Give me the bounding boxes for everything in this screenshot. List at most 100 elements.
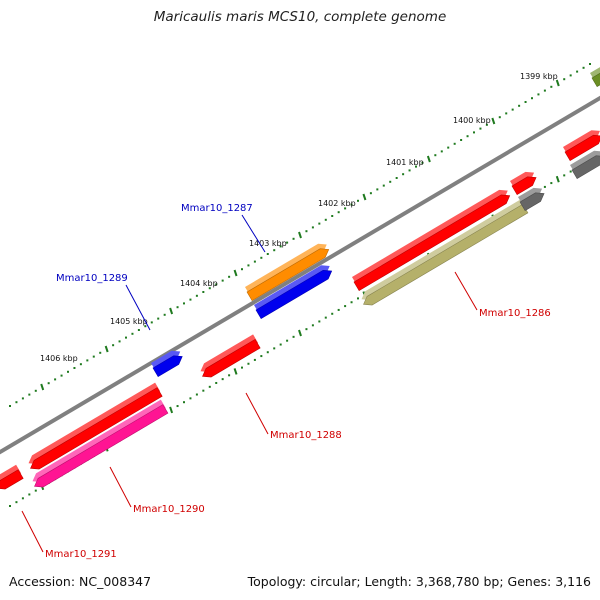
outer-tick-minor [485,123,488,126]
inner-tick-minor [228,374,231,377]
outer-tick-minor [189,298,192,301]
gene-leader-line [21,510,44,553]
inner-tick-major [233,368,238,375]
gene-body [202,338,261,378]
gene-label[interactable]: Mmar10_1291 [45,549,117,560]
outer-tick-minor [144,325,147,328]
outer-tick-minor [9,405,11,407]
inner-tick-minor [266,351,269,354]
gene-feature-f-fwd-olive[interactable] [590,66,600,88]
gene-body [571,155,600,180]
gene-feature-mmar10-1290[interactable] [32,399,169,488]
outer-tick-minor [131,332,134,335]
gene-feature-f-rev-red-a[interactable] [352,189,511,292]
genome-backbone [0,95,600,455]
gene-body [353,194,511,292]
outer-tick-minor [183,302,185,305]
outer-tick-minor [163,313,166,316]
outer-tick-minor [28,393,31,396]
inner-tick-major [555,175,560,183]
gene-feature-f-rev-gray-b[interactable] [570,150,600,180]
outer-tick-minor [537,93,540,96]
outer-tick-major [104,345,109,353]
outer-tick-minor [260,256,263,259]
gene-feature-mmar10-1291[interactable] [0,464,24,490]
inner-tick-minor [305,328,308,331]
gene-feature-f-rev-gray-a[interactable] [518,187,545,212]
outer-tick-minor [118,340,121,343]
inner-tick-minor [357,297,359,300]
outer-tick-minor [498,116,501,119]
outer-tick-minor [125,336,127,339]
outer-tick-minor [376,188,379,191]
inner-tick-minor [221,378,224,381]
gene-top-face [28,382,161,465]
outer-tick-minor [157,317,160,320]
kbp-position-label: 1401 kbp [386,158,424,167]
inner-tick-minor [311,324,314,327]
gene-feature-f-rev-red-b[interactable] [510,171,537,196]
outer-tick-minor [531,97,533,100]
outer-tick-minor [266,253,269,255]
outer-tick-minor [447,146,450,149]
outer-tick-minor [511,108,514,111]
outer-tick-minor [466,135,469,138]
outer-tick-major [362,193,367,201]
outer-tick-minor [99,351,102,354]
outer-tick-minor [279,245,282,248]
gene-label[interactable]: Mmar10_1288 [270,430,342,441]
kbp-position-label: 1406 kbp [40,354,78,363]
kbp-position-label: 1405 kbp [110,317,148,326]
gene-leader-line [241,214,266,253]
outer-tick-major [555,79,560,87]
gene-feature-mmar10-1288[interactable] [200,334,261,378]
inner-tick-minor [183,401,185,404]
outer-tick-major [40,383,45,391]
outer-tick-minor [176,306,179,309]
gene-feature-f-fwd-blue-2[interactable] [151,350,183,378]
gene-feature-f-rev-red-d[interactable] [28,382,163,470]
gene-feature-f-rev-red-c[interactable] [563,130,600,162]
inner-tick-minor [292,335,295,338]
gene-feature-mmar10-1286[interactable] [361,199,529,306]
kbp-position-label: 1400 kbp [453,116,491,125]
outer-tick-minor [415,165,417,168]
gene-body [255,269,333,320]
inner-tick-minor [260,355,263,358]
outer-tick-minor [518,104,521,107]
inner-tick-minor [331,312,334,315]
inner-tick-major [169,406,174,414]
gene-feature-mmar10-1289[interactable] [254,265,333,320]
gene-leader-line [245,392,269,435]
inner-tick-minor [195,393,198,396]
topology-text: Topology: circular; Length: 3,368,780 bp… [247,574,591,589]
outer-tick-major [169,307,174,315]
outer-tick-minor [215,283,218,286]
gene-label[interactable]: Mmar10_1287 [181,203,253,214]
outer-tick-minor [576,70,579,73]
inner-tick-major [298,329,302,337]
outer-tick-minor [195,294,198,297]
outer-tick-minor [331,215,334,217]
outer-tick-minor [479,127,482,130]
gene-label[interactable]: Mmar10_1286 [479,308,551,319]
inner-tick-minor [189,397,192,400]
gene-label[interactable]: Mmar10_1290 [133,504,205,515]
gene-body [591,72,600,88]
outer-tick-minor [421,161,424,164]
gene-body [363,203,529,306]
gene-leader-line [109,466,132,508]
gene-feature-mmar10-1287[interactable] [245,243,330,302]
outer-tick-minor [543,89,546,92]
gene-body [152,355,183,378]
outer-tick-minor [221,279,224,282]
outer-tick-minor [15,401,18,404]
outer-tick-minor [54,378,57,381]
inner-tick-minor [279,343,282,346]
inner-tick-minor [241,366,243,369]
gene-label[interactable]: Mmar10_1289 [56,273,128,284]
outer-tick-minor [79,363,82,366]
outer-tick-minor [208,287,211,290]
outer-tick-minor [569,74,572,77]
outer-tick-minor [350,203,353,206]
